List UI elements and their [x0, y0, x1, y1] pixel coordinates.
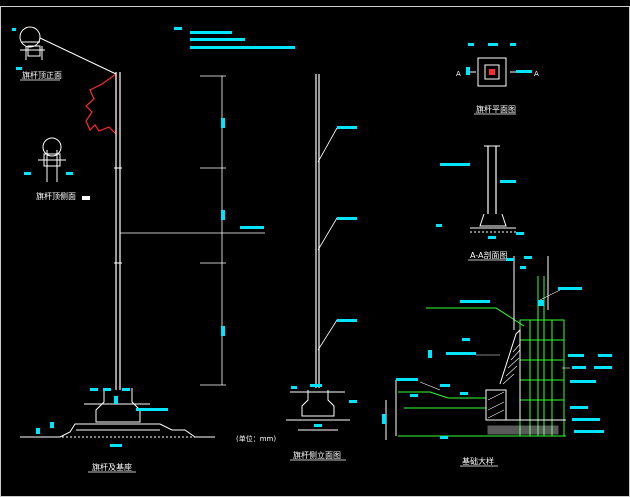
plan-title: 旗杆平面图: [476, 104, 516, 114]
section-mark-left: A: [456, 70, 461, 78]
flag-outline: [85, 72, 117, 136]
section-view: [436, 145, 524, 239]
side-elevation-title: 旗杆侧立面图: [293, 450, 341, 460]
section-title: A-A剖面图: [470, 250, 507, 260]
units-note: (单位：mm): [236, 434, 276, 443]
general-notes: [174, 27, 295, 49]
scale-mark: [82, 196, 90, 200]
side-elevation: [286, 74, 357, 431]
drawing-frame: [0, 6, 630, 497]
foundation-title: 基础大样: [462, 456, 494, 466]
base-dimensions: [36, 388, 168, 447]
elevation-base: [20, 388, 215, 438]
flag-top-front-title: 旗杆顶正面: [22, 70, 62, 80]
height-dimension-values: [221, 118, 225, 336]
plan-view: [466, 43, 532, 87]
foundation-detail: [382, 256, 612, 440]
section-mark-right: A: [534, 70, 539, 78]
flag-top-front-view: [12, 26, 117, 75]
flag-top-side-title: 旗杆顶侧面: [36, 191, 76, 201]
flag-top-side-view: [24, 137, 73, 182]
main-elevation: [20, 72, 265, 447]
elevation-title: 旗杆及基座: [92, 462, 132, 472]
